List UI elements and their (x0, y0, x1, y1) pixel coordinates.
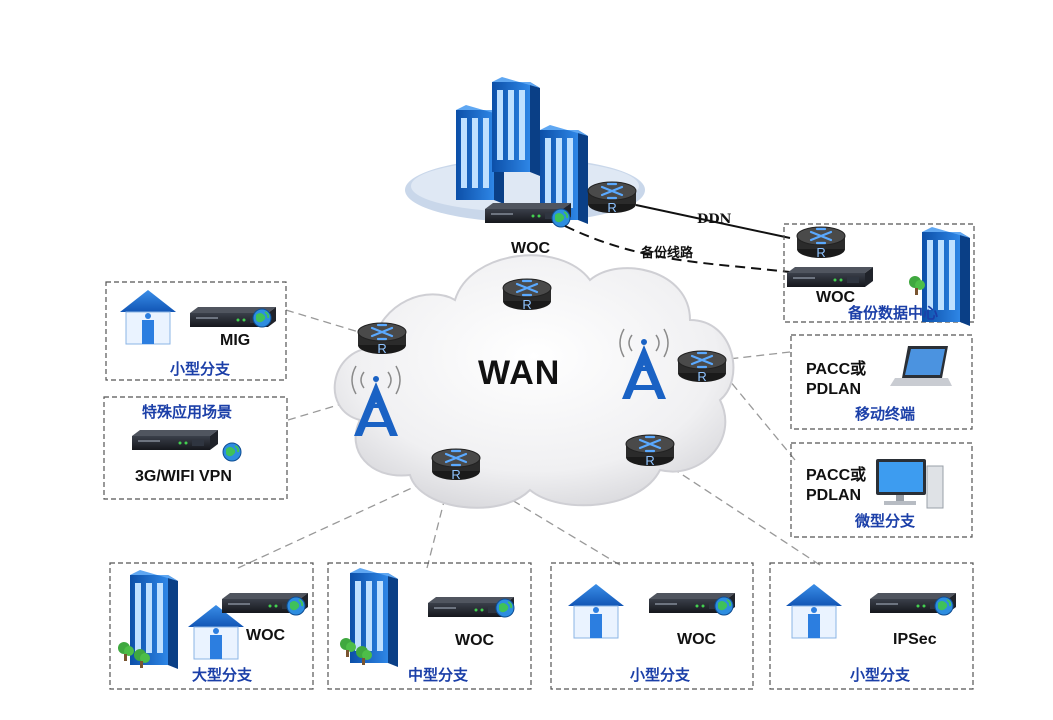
wan-label: WAN (478, 354, 561, 392)
special-scenario (132, 430, 242, 462)
mobile-device-label: PACC或 PDLAN (806, 361, 867, 398)
micro-device-label: PACC或 PDLAN (806, 467, 867, 504)
large-branch-woc-label: WOC (246, 627, 286, 644)
micro-branch-title: 微型分支 (855, 513, 916, 530)
desktop-pc-icon (876, 459, 944, 509)
mig-label: MIG (220, 332, 251, 349)
ddn-link (635, 204, 791, 239)
backup-dc-title: 备份数据中心 (848, 305, 939, 322)
ipsec-label: IPSec (893, 631, 937, 648)
small-branch-title-1: 小型分支 (630, 667, 691, 684)
core-router-bottom-left (430, 447, 482, 484)
hq-woc-label: WOC (511, 240, 551, 257)
large-branch-title: 大型分支 (192, 667, 253, 684)
backup-link (564, 225, 791, 273)
vpn-label: 3G/WIFI VPN (135, 468, 232, 485)
core-router-top (501, 277, 553, 314)
core-router-right (676, 349, 728, 386)
bottom-large-branch (118, 570, 308, 669)
hq-router (586, 180, 638, 217)
core-router-left (356, 321, 408, 358)
special-scenario-title: 特殊应用场景 (142, 404, 233, 421)
medium-branch-woc-label: WOC (455, 632, 495, 649)
hq-site (405, 77, 645, 228)
medium-branch-title: 中型分支 (408, 667, 469, 684)
bottom-small-branch-2 (785, 583, 956, 639)
site-boxes (103, 223, 975, 690)
core-router-bottom-right (624, 433, 676, 470)
laptop-icon (890, 346, 952, 386)
small-branch-woc-label: WOC (677, 631, 717, 648)
bottom-small-branch-1 (567, 583, 735, 639)
bottom-medium-branch (340, 568, 515, 667)
ddn-label: DDN (697, 212, 732, 227)
backup-dc-woc-label: WOC (816, 289, 856, 306)
left-small-branch-title: 小型分支 (170, 361, 231, 378)
backup-line-label: 备份线路 (641, 245, 694, 260)
left-small-branch (119, 289, 276, 345)
mobile-terminal-title: 移动终端 (855, 406, 916, 423)
small-branch-title-2: 小型分支 (850, 667, 911, 684)
